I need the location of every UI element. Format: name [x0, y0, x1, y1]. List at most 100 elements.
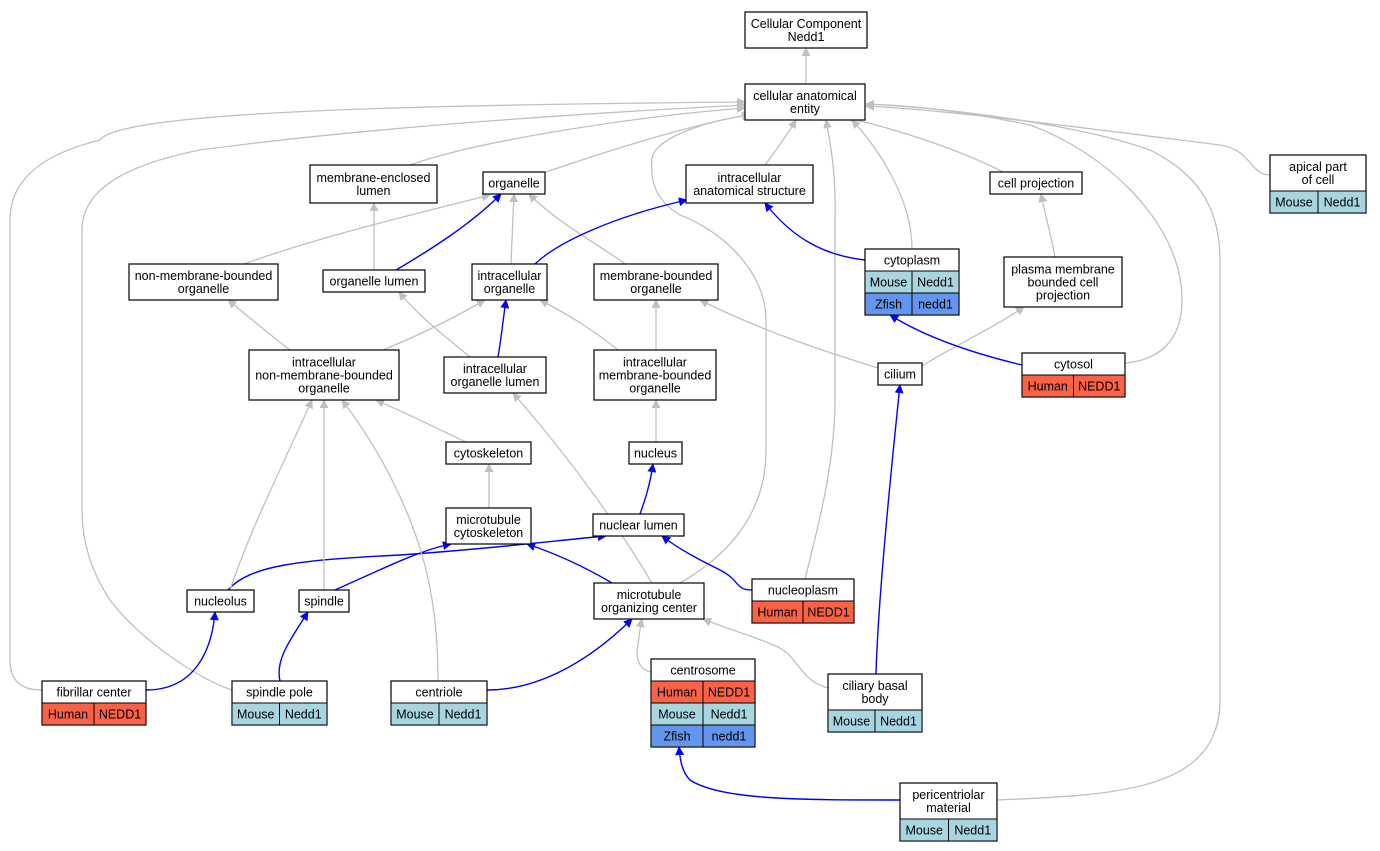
edge-iol-orglumen [398, 291, 471, 358]
node-label: membrane-bounded [600, 269, 713, 283]
species-cell-label: Nedd1 [880, 715, 917, 729]
node-label: nucleoplasm [768, 584, 838, 598]
node-label: cellular anatomical [753, 89, 857, 103]
node-label: cytoskeleton [454, 447, 524, 461]
node-inmbo[interactable]: intracellularnon-membrane-boundedorganel… [248, 349, 400, 401]
node-label: bounded cell [1028, 276, 1099, 290]
node-nucleolus[interactable]: nucleolus [186, 589, 255, 613]
edge-ciliarybb-cilium [875, 384, 904, 675]
node-orglumen[interactable]: organelle lumen [322, 269, 426, 293]
edge-iol-intorg [497, 299, 510, 358]
node-spindle[interactable]: spindle [298, 589, 350, 613]
node-label: intracellular [463, 362, 527, 376]
node-label: organelle lumen [451, 375, 540, 389]
species-cell-label: NEDD1 [1078, 380, 1120, 394]
edge-spindle-mtcyto [334, 541, 452, 591]
node-cytoskel[interactable]: cytoskeleton [445, 441, 532, 465]
species-cell-label: Nedd1 [285, 708, 322, 722]
edge-fibcenter-cae [9, 97, 746, 691]
edge-cytosol-cae [865, 99, 1183, 364]
node-label: organelle [298, 382, 349, 396]
node-box [593, 349, 717, 401]
node-box [628, 441, 683, 465]
node-label: intracellular [718, 171, 782, 185]
node-label: non-membrane-bounded [135, 269, 273, 283]
node-box [471, 263, 548, 301]
node-nuclumen[interactable]: nuclear lumen [592, 513, 685, 537]
edge-cytoplasm-cae [851, 119, 913, 250]
edge-intorg-ias [534, 197, 688, 265]
node-label: apical part [1289, 160, 1347, 174]
edge-spindlepole-cae [81, 100, 746, 691]
node-label: projection [1036, 289, 1090, 303]
node-label: cilium [884, 368, 916, 382]
edge-nucleolus-nuclumen [227, 532, 607, 591]
species-cell-label: Nedd1 [954, 824, 991, 838]
species-cell-label: Nedd1 [1324, 196, 1361, 210]
edge-ciliarybb-mtoc [702, 617, 829, 689]
edge-pmbcp-cellproj [1038, 193, 1056, 258]
node-label: organelle [488, 177, 539, 191]
node-label: fibrillar center [56, 686, 131, 700]
edge-centriole-mtoc [486, 618, 633, 691]
edge-nmbo-organelle [243, 192, 491, 265]
node-label: organelle [629, 382, 680, 396]
species-cell-label: NEDD1 [807, 606, 849, 620]
species-cell-label: Human [1028, 380, 1068, 394]
node-label: Nedd1 [788, 30, 825, 44]
node-label: cytoskeleton [454, 526, 524, 540]
node-label: spindle pole [246, 686, 313, 700]
node-box [322, 269, 426, 293]
node-label: organelle [178, 282, 229, 296]
node-label: anatomical structure [693, 184, 806, 198]
node-label: nucleus [634, 447, 677, 461]
species-cell-label: Human [48, 708, 88, 722]
node-nucleus[interactable]: nucleus [628, 441, 683, 465]
node-label: ciliary basal [842, 679, 907, 693]
edge-cilium-pmbcp [921, 306, 1025, 367]
node-box [445, 441, 532, 465]
species-cell-label: nedd1 [918, 298, 953, 312]
node-box [744, 83, 866, 121]
edge-mtoc-mtcyto [526, 542, 613, 584]
node-cilium[interactable]: cilium [877, 362, 923, 386]
node-label: centrosome [670, 664, 735, 678]
node-box [128, 263, 279, 301]
edge-nucleolus-inmbo [229, 399, 313, 591]
node-cellproj[interactable]: cell projection [989, 171, 1083, 195]
edge-cellproj-cae [847, 115, 1004, 173]
edge-apical-cae [865, 101, 1271, 176]
species-cell-label: Mouse [237, 708, 275, 722]
node-organelle[interactable]: organelle [482, 171, 546, 195]
species-cell-zfish [702, 724, 756, 748]
node-label: organelle lumen [330, 275, 419, 289]
species-cell-human [802, 600, 855, 624]
edge-orglumen-organelle [395, 193, 502, 271]
node-label: Cellular Component [751, 17, 862, 31]
node-box [1003, 256, 1123, 308]
node-label: non-membrane-bounded [255, 369, 393, 383]
